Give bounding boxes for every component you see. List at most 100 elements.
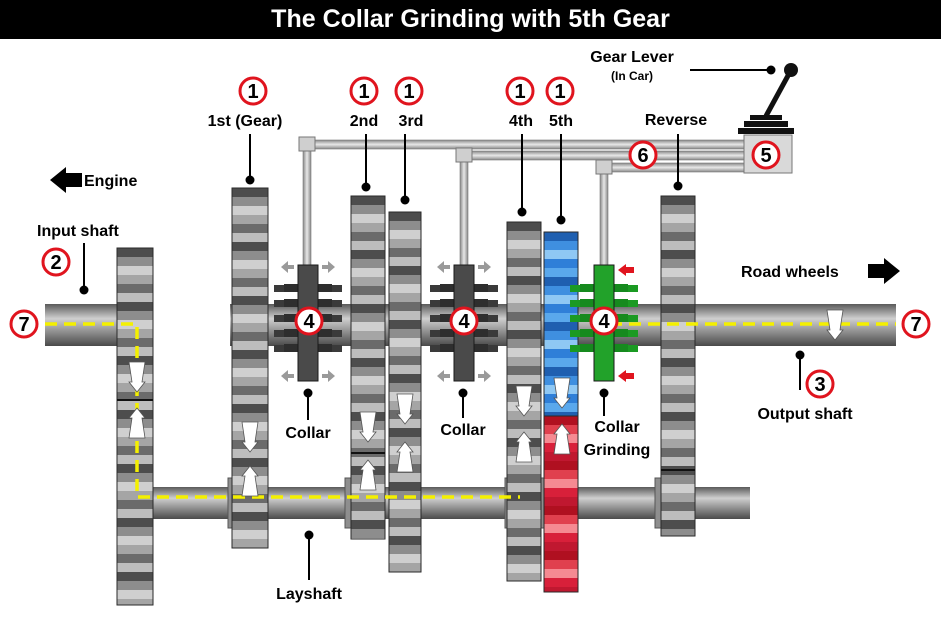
marker-4-c-text: 4 [598, 311, 610, 333]
selector-rod-mid [457, 150, 745, 161]
marker-4-a-text: 4 [303, 311, 315, 333]
leader-output-shaft-dot [795, 350, 805, 360]
rod-end-3 [595, 159, 613, 175]
output-shaft-label: Output shaft [757, 406, 853, 423]
reverse-label: Reverse [645, 112, 707, 129]
leader-lines [79, 134, 805, 580]
marker-2-text: 2 [50, 252, 61, 274]
leader-input-shaft-dot [79, 285, 89, 295]
marker-1-fourth-text: 1 [514, 81, 525, 103]
gear-3rd-label: 3rd [399, 113, 424, 130]
engine-label: Engine [84, 173, 137, 190]
shift-arrow-2-bl-icon [437, 370, 450, 382]
marker-1-fourth: 1 [505, 76, 535, 106]
rot-arrow-output-down-icon [826, 309, 844, 341]
rot-arrow-1st-up-icon [241, 465, 259, 497]
shift-arrow-2-tr-icon [478, 261, 491, 273]
marker-1-first-text: 1 [247, 81, 258, 103]
collar-grinding-label-line1: Collar [594, 419, 639, 436]
rot-arrow-2nd-up-icon [359, 459, 377, 491]
diagram-title: The Collar Grinding with 5th Gear [0, 0, 941, 39]
leader-collar-mid-dot [458, 388, 468, 398]
gear-lever-label: Gear Lever [590, 49, 674, 66]
selector-rod-low [597, 162, 745, 173]
shift-arrow-2-br-icon [478, 370, 491, 382]
marker-7-right-text: 7 [910, 314, 921, 336]
gear-4th-label: 4th [509, 113, 533, 130]
marker-2: 2 [41, 247, 71, 277]
rot-arrow-3rd-up-icon [396, 441, 414, 473]
rot-arrow-input-down-icon [128, 361, 146, 393]
marker-3-text: 3 [814, 374, 825, 396]
marker-7-left-text: 7 [18, 314, 29, 336]
shift-arrow-1-tr-icon [322, 261, 335, 273]
marker-1-first: 1 [238, 76, 268, 106]
leader-layshaft-dot [304, 530, 314, 540]
marker-7-right: 7 [901, 309, 931, 339]
marker-6: 6 [628, 140, 658, 170]
marker-4-a: 4 [294, 306, 324, 336]
road-wheels-label: Road wheels [741, 264, 839, 281]
shift-arrow-2-tl-icon [437, 261, 450, 273]
rot-arrow-2nd-down-icon [359, 411, 377, 443]
shift-arrow-1-bl-icon [281, 370, 294, 382]
rot-arrow-5th-up-icon [553, 423, 571, 455]
leader-4th-dot [517, 207, 527, 217]
rod-end-2 [455, 147, 473, 163]
collar-push-arrow-top-icon [618, 264, 634, 276]
collar-push-arrow-bottom-icon [618, 370, 634, 382]
gear-lever-base-1 [750, 115, 782, 120]
rot-arrow-4th-down-icon [515, 385, 533, 417]
input-shaft-label: Input shaft [37, 223, 119, 240]
marker-4-b: 4 [449, 306, 479, 336]
gear-lever-leader-dot [766, 65, 776, 75]
marker-6-text: 6 [637, 145, 648, 167]
gear-reverse [660, 195, 696, 537]
marker-1-fifth: 1 [545, 76, 575, 106]
leader-3rd-dot [400, 195, 410, 205]
gear-lever-base-3 [738, 128, 794, 134]
gear-3rd [388, 211, 422, 573]
marker-5-text: 5 [760, 145, 771, 167]
road-wheels-arrow-icon [868, 258, 900, 284]
input-gear [116, 247, 154, 606]
leader-reverse-dot [673, 181, 683, 191]
marker-1-second: 1 [349, 76, 379, 106]
collar-left-label: Collar [285, 425, 330, 442]
marker-1-third-text: 1 [403, 81, 414, 103]
leader-5th-dot [556, 215, 566, 225]
gear-1st [231, 187, 269, 549]
number-markers: 1 1 1 1 1 2 3 4 4 4 5 6 7 7 [9, 76, 931, 399]
engine-arrow-icon [50, 167, 82, 193]
leader-2nd-dot [361, 182, 371, 192]
shift-arrow-1-tl-icon [281, 261, 294, 273]
collar-mid-label: Collar [440, 422, 485, 439]
marker-1-third: 1 [394, 76, 424, 106]
leader-collar-left-dot [303, 388, 313, 398]
rot-arrow-4th-up-icon [515, 431, 533, 463]
selector-fork-2 [459, 155, 469, 268]
selector-fork-3 [599, 167, 609, 268]
marker-7-left: 7 [9, 309, 39, 339]
marker-3: 3 [805, 369, 835, 399]
leader-collar-grinding-dot [599, 388, 609, 398]
collar-grinding-label-line2: Grinding [584, 442, 651, 459]
gear-5th-label: 5th [549, 113, 573, 130]
rot-arrow-1st-down-icon [241, 421, 259, 453]
marker-1-fifth-text: 1 [554, 81, 565, 103]
gear-lever-sublabel: (In Car) [611, 69, 653, 83]
gear-lever-knob [784, 63, 798, 77]
marker-5: 5 [751, 140, 781, 170]
rot-arrow-3rd-down-icon [396, 393, 414, 425]
rotation-arrows [128, 309, 844, 497]
rod-end-1 [298, 136, 316, 152]
shift-arrow-1-br-icon [322, 370, 335, 382]
layshaft-label: Layshaft [276, 586, 342, 603]
marker-1-second-text: 1 [358, 81, 369, 103]
selector-fork-1 [302, 144, 312, 268]
gear-2nd-label: 2nd [350, 113, 378, 130]
rot-arrow-5th-down-icon [553, 377, 571, 409]
gear-lever-base-2 [744, 121, 788, 127]
leader-1st-dot [245, 175, 255, 185]
